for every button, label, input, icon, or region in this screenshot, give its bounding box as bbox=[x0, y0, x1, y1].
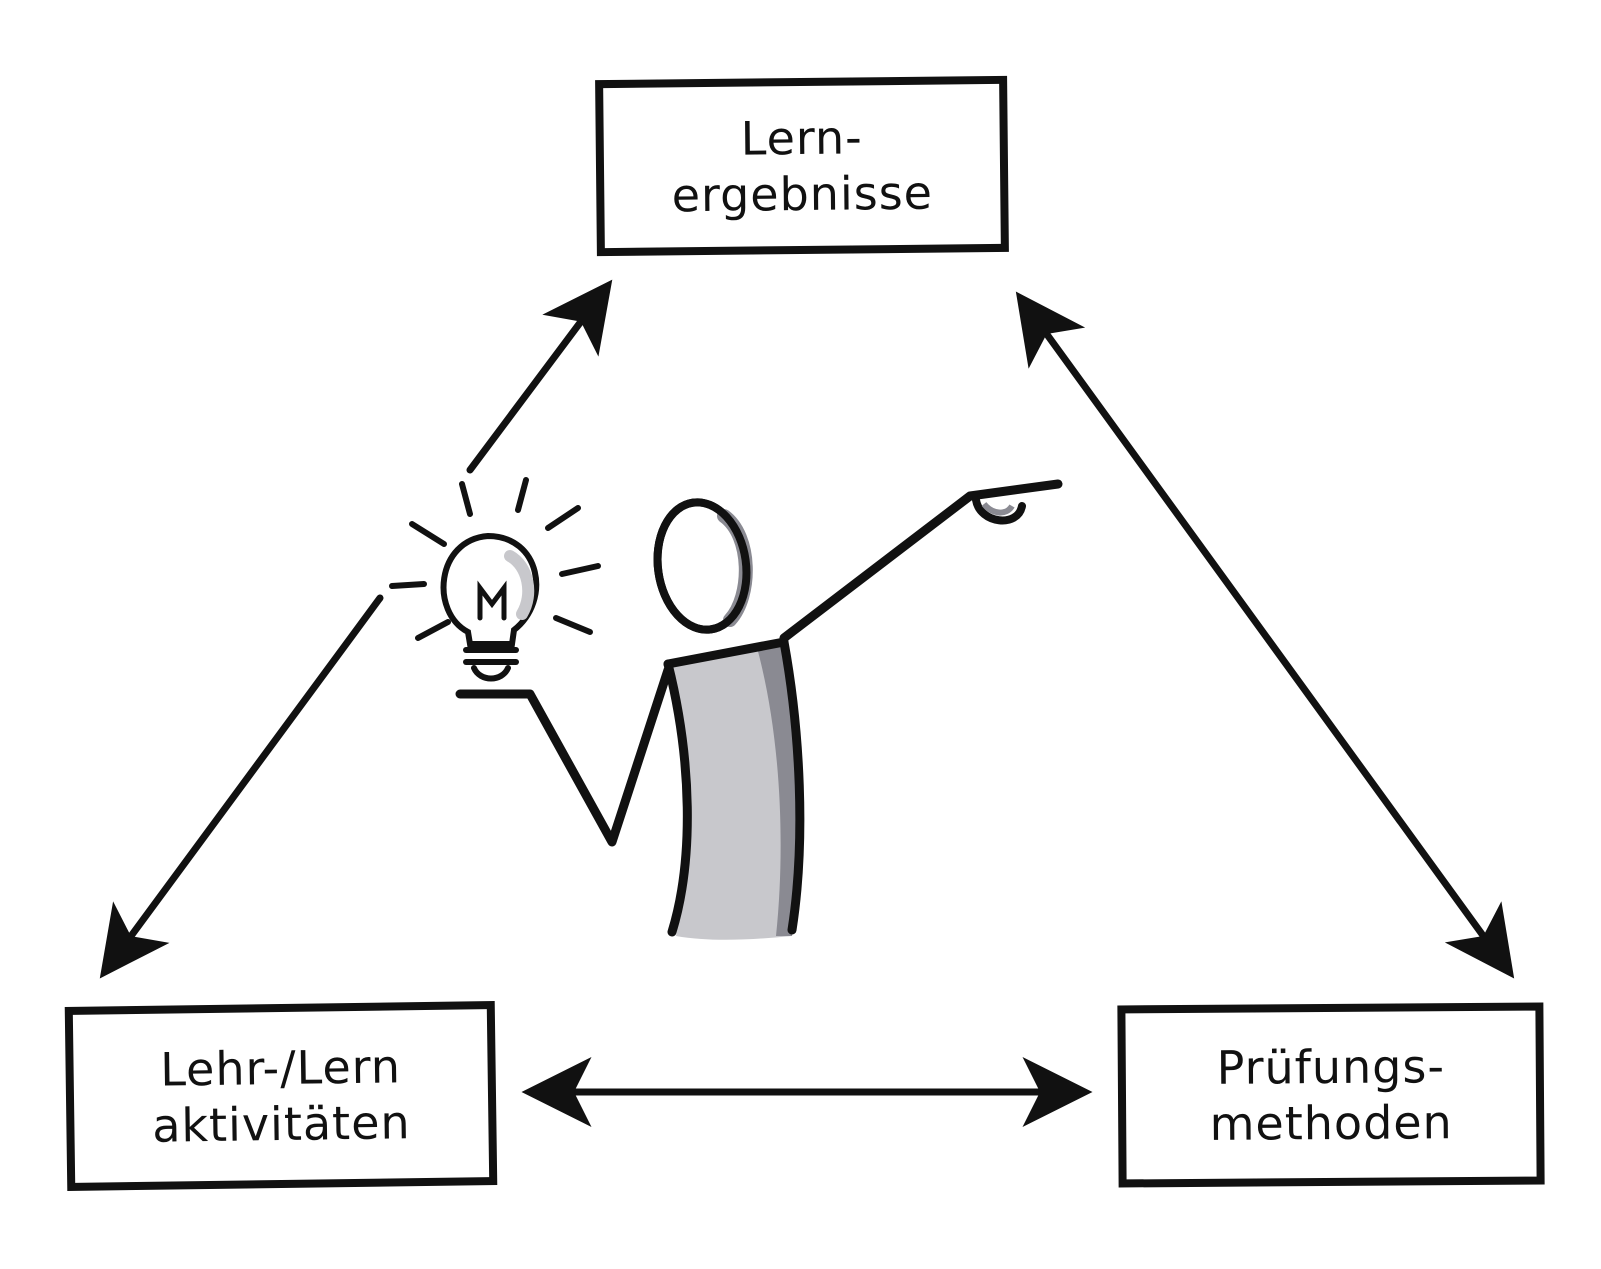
label-learning-outcomes-line2: ergebnisse bbox=[671, 165, 934, 223]
box-assessment-methods: Prüfungs- methoden bbox=[1117, 1002, 1545, 1188]
label-assessment-methods-line2: methoden bbox=[1209, 1095, 1453, 1151]
bulb-filament bbox=[477, 580, 507, 621]
bulb-shine bbox=[504, 550, 535, 620]
arrow-outcomes-assessment bbox=[1015, 291, 1515, 979]
label-learning-outcomes-line1: Lern- bbox=[740, 110, 863, 166]
label-assessment-methods: Prüfungs- methoden bbox=[1209, 1038, 1453, 1152]
label-assessment-methods-line1: Prüfungs- bbox=[1216, 1039, 1446, 1095]
label-teaching-activities: Lehr-/Lern aktivitäten bbox=[151, 1038, 411, 1154]
person-body-shade bbox=[668, 640, 800, 940]
light-rays bbox=[389, 477, 601, 641]
box-teaching-activities: Lehr-/Lern aktivitäten bbox=[64, 1001, 498, 1191]
pointing-hand bbox=[972, 496, 1026, 525]
arrow-to-teaching-activities bbox=[99, 594, 384, 979]
label-teaching-activities-line1: Lehr-/Lern bbox=[159, 1039, 402, 1097]
box-learning-outcomes: Lern- ergebnisse bbox=[595, 75, 1009, 257]
arrow-to-learning-outcomes bbox=[466, 279, 613, 474]
label-teaching-activities-line2: aktivitäten bbox=[151, 1095, 411, 1153]
person-figure bbox=[455, 479, 1063, 940]
person-body-dark bbox=[756, 640, 800, 936]
label-learning-outcomes: Lern- ergebnisse bbox=[671, 109, 933, 224]
person-left-arm bbox=[455, 665, 673, 847]
connection-arrows bbox=[99, 279, 1515, 1127]
person-right-arm bbox=[779, 479, 1063, 643]
light-bulb-icon bbox=[389, 477, 601, 682]
